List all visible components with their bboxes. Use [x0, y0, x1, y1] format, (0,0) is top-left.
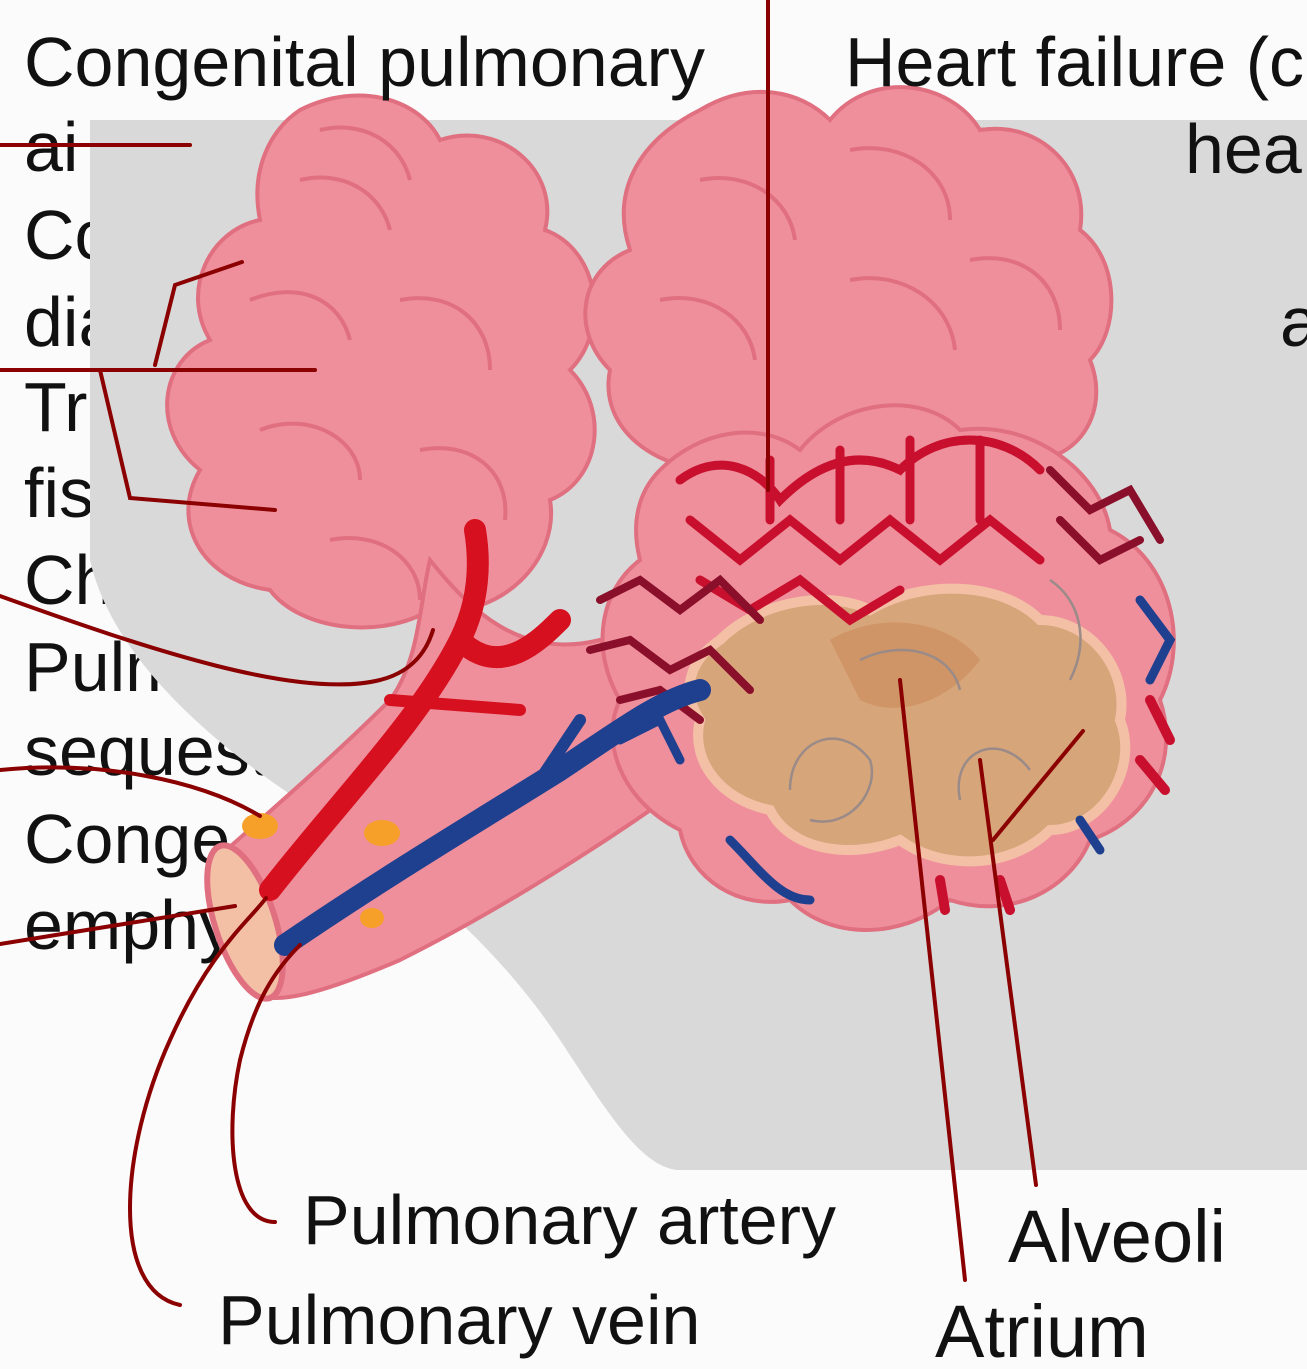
label-congenital-pulmonary: Congenital pulmonary: [24, 27, 705, 97]
label-atrium: Atrium: [935, 1295, 1149, 1369]
label-pulmonary-artery: Pulmonary artery: [303, 1185, 836, 1255]
label-a: a: [1280, 287, 1307, 357]
label-pulmonary-vein: Pulmonary vein: [218, 1285, 700, 1355]
label-alveoli: Alveoli: [1008, 1200, 1226, 1274]
label-hea: hea: [1185, 114, 1302, 184]
label-heart-failure: Heart failure (c: [845, 27, 1304, 97]
